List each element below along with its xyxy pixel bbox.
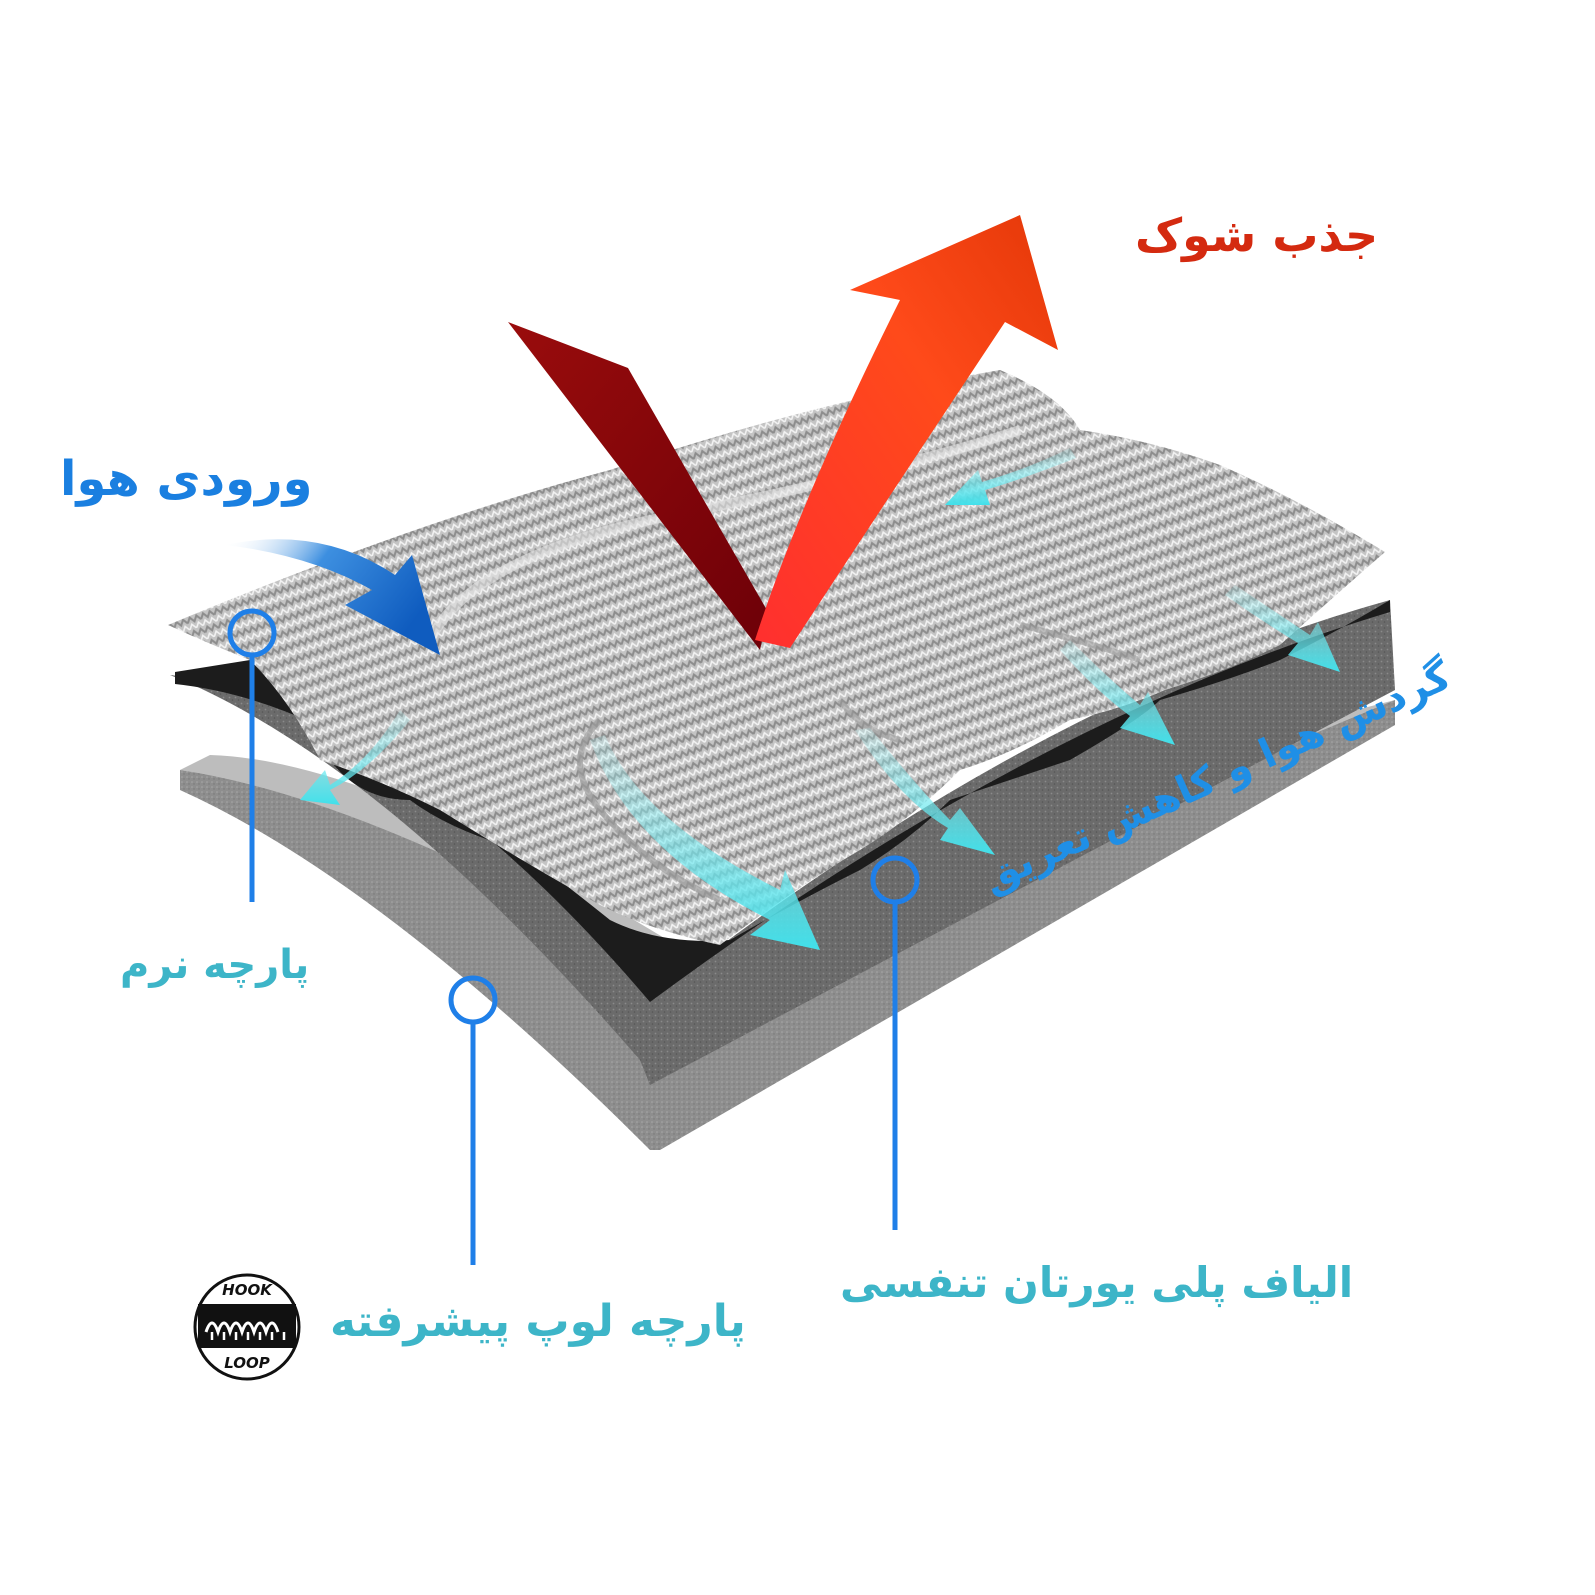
pu-foam-layer xyxy=(170,600,1395,1085)
airflow-arrow-icon xyxy=(1225,585,1340,672)
advanced-loop-fabric-label: پارچه لوپ پیشرفته xyxy=(330,1296,746,1347)
airflow-arrow-icon xyxy=(300,710,410,805)
airflow-arrow-icon xyxy=(945,448,1076,505)
breathable-pu-fiber-label: الیاف پلی یورتان تنفسی xyxy=(840,1258,1354,1307)
shock-arrow-icon xyxy=(508,215,1058,650)
callout-soft-fabric xyxy=(227,608,277,902)
badge-hook-text: HOOK xyxy=(222,1281,272,1299)
airflow-arrow-icon xyxy=(1060,640,1175,745)
airflow-arrow-icon xyxy=(855,728,995,855)
callout-pu-fiber xyxy=(870,855,920,1230)
hook-loop-badge-icon: HOOK LOOP xyxy=(192,1272,302,1382)
soft-fabric-label: پارچه نرم xyxy=(120,942,310,988)
air-inlet-arrow-icon xyxy=(225,539,440,655)
shock-absorption-label: جذب شوک xyxy=(1135,208,1379,262)
air-inlet-label: ورودی هوا xyxy=(60,451,313,507)
badge-loop-text: LOOP xyxy=(224,1354,270,1372)
callout-loop-fabric xyxy=(448,975,498,1265)
airflow-arrow-icon xyxy=(590,735,820,950)
